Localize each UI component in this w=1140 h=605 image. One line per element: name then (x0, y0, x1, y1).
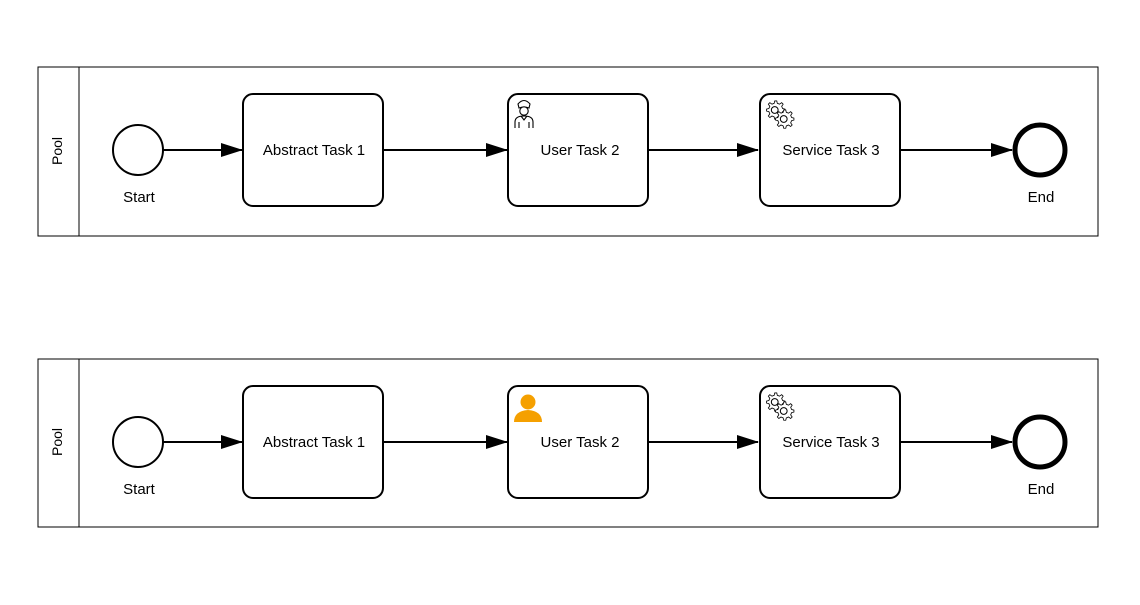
start-event[interactable] (112, 416, 164, 468)
task-label: User Task 2 (541, 434, 620, 451)
task-label: Abstract Task 1 (263, 142, 365, 159)
service-task[interactable]: Service Task 3 (759, 385, 901, 499)
pool-1-label: Pool (49, 137, 65, 165)
task-label: Abstract Task 1 (263, 434, 365, 451)
task-label: Service Task 3 (782, 142, 879, 159)
user-task[interactable]: User Task 2 (507, 385, 649, 499)
user-filled-icon (514, 394, 542, 422)
user-task[interactable]: User Task 2 (507, 93, 649, 207)
service-task[interactable]: Service Task 3 (759, 93, 901, 207)
task-label: User Task 2 (541, 142, 620, 159)
end-event-label: End (1028, 189, 1055, 206)
pool-2-label: Pool (49, 428, 65, 456)
user-outline-icon (514, 99, 534, 128)
start-event-label: Start (123, 481, 156, 498)
pool-2[interactable]: Pool Start Abstract Task 1 User Task 2 (37, 358, 1099, 528)
task-label: Service Task 3 (782, 434, 879, 451)
abstract-task[interactable]: Abstract Task 1 (242, 385, 384, 499)
start-event-label: Start (123, 189, 156, 206)
abstract-task[interactable]: Abstract Task 1 (242, 93, 384, 207)
start-event[interactable] (112, 124, 164, 176)
end-event[interactable] (1012, 122, 1068, 178)
end-event-label: End (1028, 481, 1055, 498)
pool-1[interactable]: Pool Start Abstract Task 1 User Task 2 (37, 66, 1099, 237)
end-event[interactable] (1012, 414, 1068, 470)
